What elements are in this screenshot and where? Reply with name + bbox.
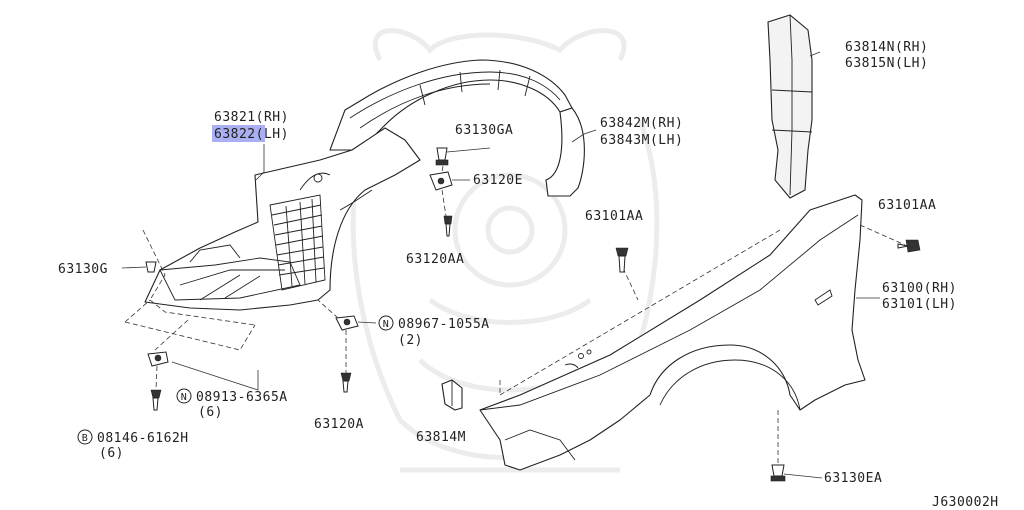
highlight-63822 (212, 125, 265, 142)
label-08913[interactable]: 08913-6365A (196, 390, 288, 405)
svg-text:N: N (383, 319, 390, 330)
fender-seal-upper[interactable] (767, 14, 813, 199)
label-63120a[interactable]: 63120A (314, 417, 364, 432)
qty-08913: (6) (198, 405, 223, 420)
label-63822[interactable]: 63822(LH) (214, 127, 289, 142)
label-08146[interactable]: 08146-6162H (97, 431, 189, 446)
symbol-b-icon: B (77, 429, 93, 445)
svg-text:N: N (181, 392, 188, 403)
screw-63120a-icon[interactable] (340, 372, 352, 393)
nut-08913-icon[interactable] (147, 351, 169, 367)
symbol-n-2-icon: N (176, 388, 192, 404)
bolt-63101aa-top-icon[interactable] (615, 247, 629, 273)
bolt-08146-icon[interactable] (150, 389, 162, 411)
clip-63130ea-icon[interactable] (770, 464, 786, 482)
label-63130ea[interactable]: 63130EA (824, 471, 882, 486)
screw-63120aa-icon[interactable] (443, 215, 453, 237)
label-63843m[interactable]: 63843M(LH) (600, 133, 683, 148)
label-63815n[interactable]: 63815N(LH) (845, 56, 928, 71)
label-63101aa-right[interactable]: 63101AA (878, 198, 936, 213)
label-63101aa-top[interactable]: 63101AA (585, 209, 643, 224)
qty-08967: (2) (398, 333, 423, 348)
clip-63130g-icon[interactable] (145, 261, 157, 273)
label-63120e[interactable]: 63120E (473, 173, 523, 188)
label-63821: 63821(RH) (214, 110, 289, 125)
qty-08146: (6) (99, 446, 124, 461)
nut-08967-icon[interactable] (335, 315, 359, 331)
label-63130ga[interactable]: 63130GA (455, 123, 513, 138)
label-63130g[interactable]: 63130G (58, 262, 108, 277)
fender-seal-lower[interactable] (441, 379, 463, 411)
front-fender[interactable] (479, 194, 866, 471)
label-08967[interactable]: 08967-1055A (398, 317, 490, 332)
svg-text:B: B (82, 433, 89, 444)
label-63120aa[interactable]: 63120AA (406, 252, 464, 267)
symbol-n-1-icon: N (378, 315, 394, 331)
watermark-crest-icon (350, 28, 660, 473)
label-63814m[interactable]: 63814M (416, 430, 466, 445)
clip-63120e-icon[interactable] (429, 171, 453, 191)
clip-63130ga-icon[interactable] (435, 147, 449, 166)
label-63101[interactable]: 63101(LH) (882, 297, 957, 312)
label-63842m[interactable]: 63842M(RH) (600, 116, 683, 131)
bolt-63101aa-right-icon[interactable] (897, 239, 921, 253)
label-63100[interactable]: 63100(RH) (882, 281, 957, 296)
diagram-id: J630002H (932, 495, 999, 510)
fender-protector[interactable] (144, 59, 585, 311)
label-63814n[interactable]: 63814N(RH) (845, 40, 928, 55)
